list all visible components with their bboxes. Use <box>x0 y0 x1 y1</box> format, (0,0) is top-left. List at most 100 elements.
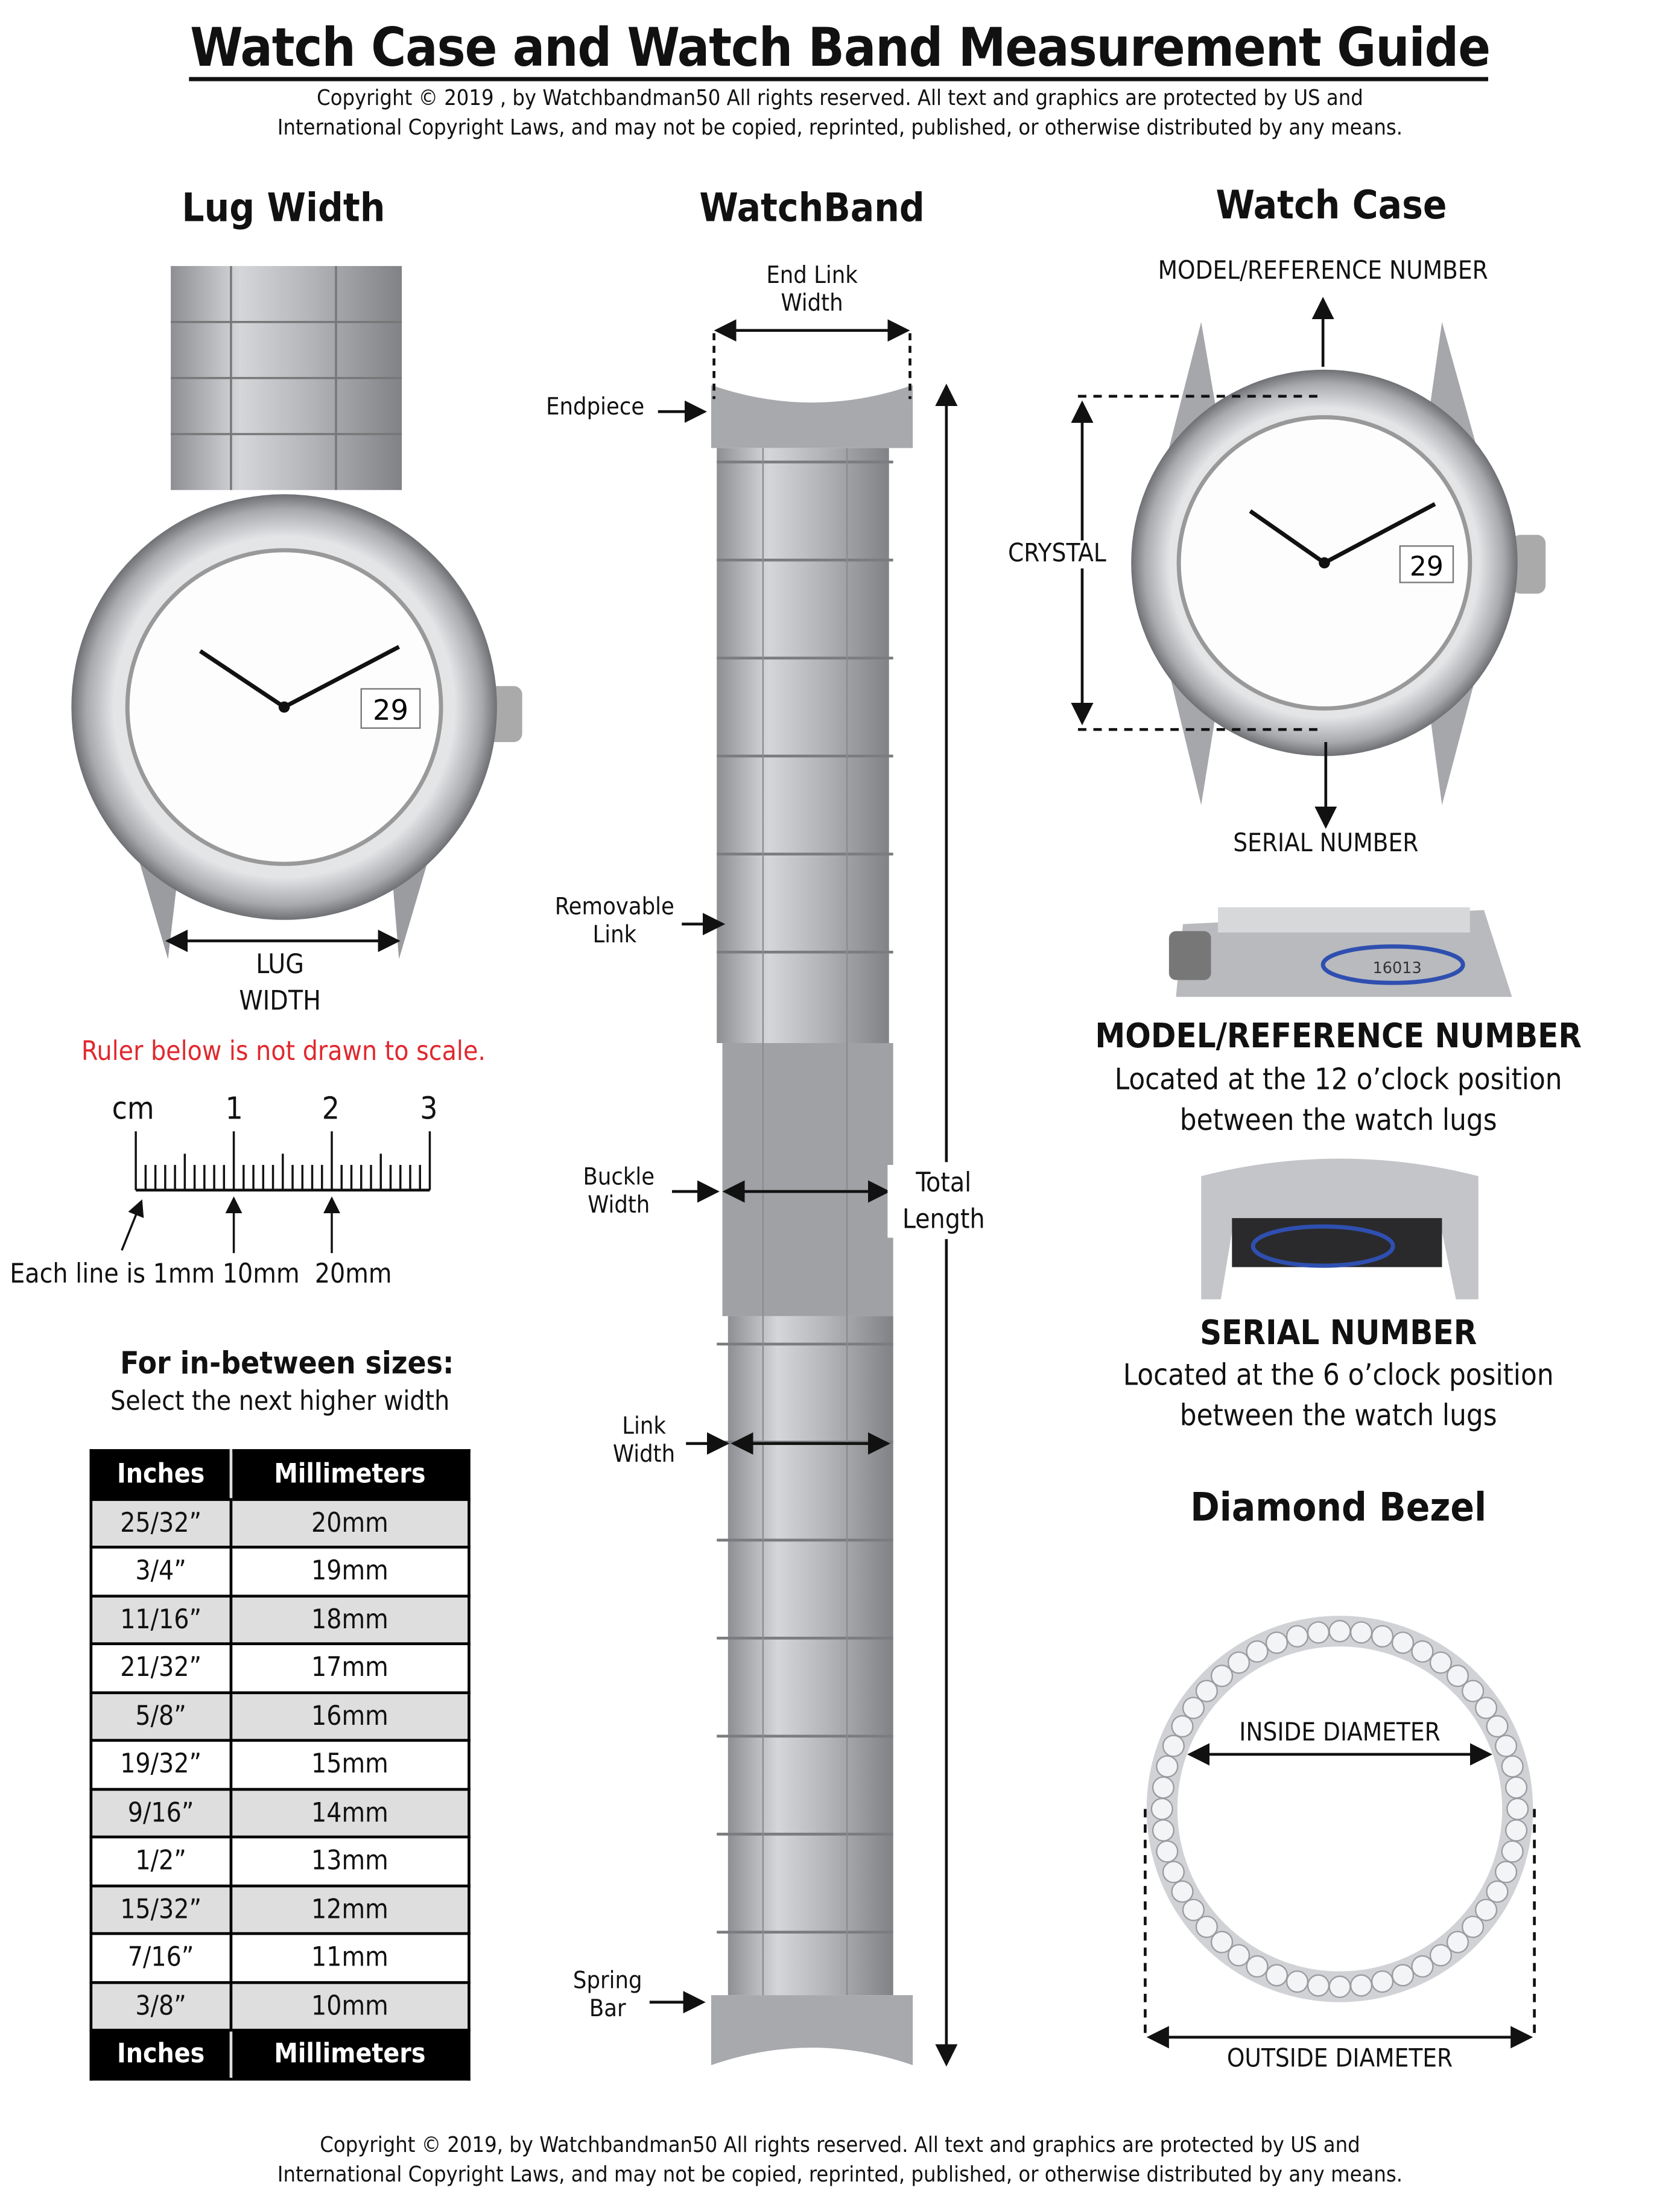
inches-cell: 7/16” <box>89 1932 232 1984</box>
title-underline <box>189 77 1489 81</box>
ruler-label-3: 3 <box>420 1092 438 1128</box>
inches-cell: 3/8” <box>89 1980 232 2032</box>
bezel-diamond <box>1182 1696 1205 1719</box>
bezel-diamond <box>1182 1899 1205 1921</box>
footer-header-mm: Millimeters <box>229 2028 471 2080</box>
bezel-diamond <box>1162 1861 1185 1883</box>
spring-line2: Bar <box>589 1995 626 2023</box>
millimeters-cell: 18mm <box>229 1594 471 1645</box>
serial-desc-line2: between the watch lugs <box>1179 1398 1497 1433</box>
inches-cell: 15/32” <box>89 1883 232 1935</box>
bezel-diamond <box>1150 1797 1173 1821</box>
table-row: 7/16”11mm <box>89 1932 471 1984</box>
bezel-diamond <box>1505 1776 1528 1799</box>
model-engraving: 16013 <box>1373 959 1422 977</box>
millimeters-cell: 19mm <box>229 1546 471 1597</box>
bezel-diamond <box>1307 1621 1330 1644</box>
copyright-line-1: Copyright © 2019 , by Watchbandman50 All… <box>317 85 1363 111</box>
inches-cell: 19/32” <box>89 1739 232 1791</box>
link-line2: Width <box>613 1441 676 1469</box>
inches-cell: 9/16” <box>89 1787 232 1839</box>
millimeters-cell: 15mm <box>229 1739 471 1791</box>
bezel-diamond <box>1462 1680 1485 1702</box>
bezel-diamond <box>1285 1970 1309 1993</box>
arrow-1mm <box>121 1199 144 1251</box>
link-line1: Link <box>622 1412 666 1441</box>
footer-copyright: Copyright © 2019, by Watchbandman50 All … <box>0 2131 1680 2189</box>
serial-number-description: Located at the 6 o’clock position between… <box>1059 1356 1618 1437</box>
inches-cell: 1/2” <box>89 1835 232 1887</box>
table-row: 15/32”12mm <box>89 1883 471 1935</box>
watch-case-photo: 29 <box>1131 322 1546 805</box>
inches-cell: 3/4” <box>89 1546 232 1597</box>
bezel-diamond <box>1210 1664 1234 1687</box>
table-row: 3/8”10mm <box>89 1980 471 2032</box>
bezel-diamond <box>1411 1955 1434 1978</box>
inside-diameter-label: INSIDE DIAMETER <box>1239 1718 1441 1748</box>
footer-copyright-line-2: International Copyright Laws, and may no… <box>277 2162 1403 2188</box>
bezel-diamond <box>1429 1944 1453 1967</box>
model-desc-line2: between the watch lugs <box>1179 1103 1497 1137</box>
ruler-label-1: 1 <box>225 1092 243 1128</box>
bezel-diamond <box>1307 1974 1330 1997</box>
bezel-diamond <box>1246 1640 1269 1663</box>
bezel-diamond <box>1371 1970 1394 1993</box>
inches-cell: 25/32” <box>89 1497 232 1549</box>
table-row: 19/32”15mm <box>89 1739 471 1791</box>
model-number-top-label: MODEL/REFERENCE NUMBER <box>1158 256 1488 286</box>
lug-width-label: LUG WIDTH <box>210 947 350 1020</box>
bezel-diamond <box>1462 1915 1485 1938</box>
bezel-diamond <box>1152 1819 1174 1842</box>
end-link-line2: Width <box>781 290 843 318</box>
bezel-diamond <box>1195 1680 1218 1702</box>
ruler-label-cm: cm <box>112 1092 154 1128</box>
ruler-caption: Each line is 1mm 10mm 20mm <box>10 1258 391 1289</box>
millimeters-cell: 11mm <box>229 1932 471 1984</box>
inches-cell: 21/32” <box>89 1642 232 1693</box>
inches-cell: 5/8” <box>89 1690 232 1742</box>
table-row: 5/8”16mm <box>89 1690 471 1742</box>
bezel-diamond <box>1391 1964 1415 1987</box>
table-row: 25/32”20mm <box>89 1497 471 1549</box>
millimeters-cell: 20mm <box>229 1497 471 1549</box>
table-row: 9/16”14mm <box>89 1787 471 1839</box>
removable-line1: Removable <box>554 893 674 922</box>
model-number-side-photo: 16013 <box>1168 907 1512 997</box>
total-line2: Length <box>902 1204 985 1235</box>
bezel-diamond <box>1228 1651 1250 1674</box>
ruler-scale-warning: Ruler below is not drawn to scale. <box>81 1036 486 1067</box>
in-between-subheading: Select the next higher width <box>110 1386 450 1417</box>
bezel-diamond <box>1328 1620 1351 1643</box>
bezel-diamond <box>1486 1715 1509 1738</box>
bezel-diamond <box>1371 1625 1394 1648</box>
bezel-diamond <box>1446 1664 1469 1687</box>
bezel-diamond <box>1475 1899 1498 1921</box>
footer-copyright-line-1: Copyright © 2019, by Watchbandman50 All … <box>320 2132 1360 2158</box>
serial-number-side-photo <box>1201 1158 1479 1299</box>
serial-desc-line1: Located at the 6 o’clock position <box>1123 1358 1554 1392</box>
bezel-diamond <box>1446 1931 1469 1953</box>
bezel-diamond <box>1501 1755 1524 1778</box>
dial-date: 29 <box>373 694 408 726</box>
ruler-label-2: 2 <box>322 1092 340 1128</box>
bezel-diamond <box>1195 1915 1218 1938</box>
copyright-line-2: International Copyright Laws, and may no… <box>277 115 1403 141</box>
watch-case-heading: Watch Case <box>1216 182 1447 229</box>
bezel-diamond <box>1156 1755 1179 1778</box>
caption-20mm: 20mm <box>314 1258 392 1290</box>
bezel-diamond <box>1486 1880 1509 1903</box>
millimeters-cell: 16mm <box>229 1690 471 1742</box>
bezel-diamond <box>1246 1955 1269 1978</box>
model-number-title: MODEL/REFERENCE NUMBER <box>1095 1016 1582 1056</box>
millimeters-cell: 12mm <box>229 1883 471 1935</box>
bezel-diamond <box>1152 1776 1174 1799</box>
serial-number-bottom-label: SERIAL NUMBER <box>1233 828 1419 858</box>
column-header-mm: Millimeters <box>229 1449 471 1500</box>
bezel-diamond <box>1265 1964 1289 1987</box>
bezel-diamond <box>1228 1944 1250 1967</box>
